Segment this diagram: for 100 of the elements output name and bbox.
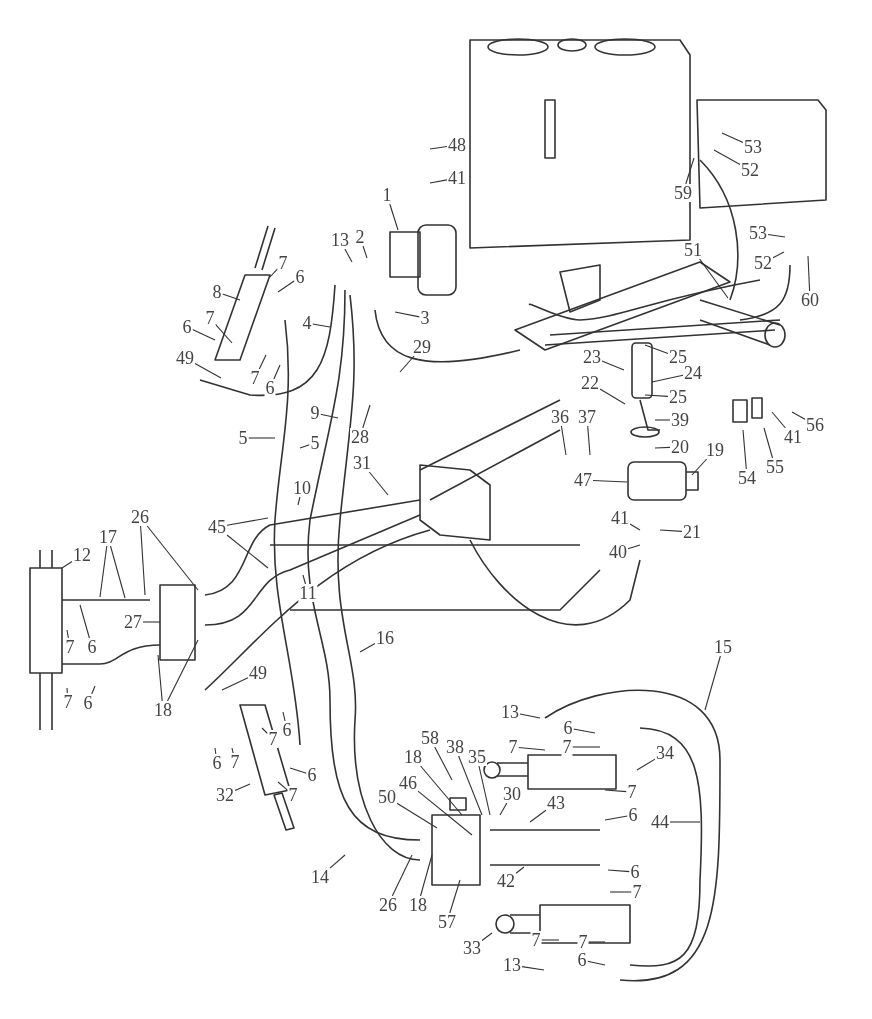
callout-number: 2 (354, 228, 366, 246)
leader-line (258, 354, 267, 370)
leader-line (399, 355, 415, 373)
callout-number: 59 (673, 184, 693, 202)
callout-number: 16 (375, 629, 395, 647)
leader-line (572, 728, 596, 734)
callout-number: 1 (381, 186, 393, 204)
callout-number: 7 (229, 753, 241, 771)
leader-line (394, 311, 421, 318)
leader-line (609, 891, 633, 893)
callout-number: 41 (610, 509, 630, 527)
callout-number: 21 (682, 523, 702, 541)
leader-line (429, 145, 448, 150)
callout-number: 30 (502, 785, 522, 803)
leader-line (636, 758, 656, 771)
leader-line (302, 574, 307, 585)
leader-line (644, 394, 669, 397)
leader-line (146, 525, 199, 591)
leader-line (226, 534, 269, 569)
callout-number: 34 (655, 744, 675, 762)
leader-line (311, 323, 331, 328)
leader-line (417, 790, 473, 836)
callout-number: 25 (668, 348, 688, 366)
leader-line (191, 329, 216, 341)
leader-line (221, 677, 249, 691)
leader-line (420, 765, 463, 816)
callout-number: 6 (562, 719, 574, 737)
callout-number: 7 (64, 638, 76, 656)
leader-line (91, 685, 96, 695)
callout-number: 50 (377, 788, 397, 806)
leader-line (319, 413, 339, 419)
callout-number: 57 (437, 913, 457, 931)
leader-line (157, 654, 163, 702)
leader-line (654, 446, 671, 449)
callout-number: 18 (403, 748, 423, 766)
callout-number: 48 (447, 136, 467, 154)
callout-number: 7 (267, 730, 279, 748)
leader-line (519, 713, 541, 719)
callout-number: 49 (248, 664, 268, 682)
callout-number: 43 (546, 794, 566, 812)
leader-line (273, 364, 281, 380)
callout-number: 6 (264, 379, 276, 397)
leader-line (362, 404, 371, 429)
leader-line (586, 960, 606, 966)
callout-number: 49 (175, 349, 195, 367)
leader-line (449, 879, 461, 914)
leader-line (721, 132, 744, 144)
leader-line (499, 802, 508, 816)
leader-line (604, 815, 629, 821)
leader-line (481, 932, 493, 942)
leader-line (654, 419, 671, 421)
leader-line (109, 545, 126, 599)
callout-number: 38 (445, 738, 465, 756)
leader-line (691, 458, 708, 476)
callout-number: 55 (765, 458, 785, 476)
callout-number: 7 (277, 254, 289, 272)
leader-line (299, 444, 311, 449)
callout-number: 26 (378, 896, 398, 914)
callout-number: 13 (500, 703, 520, 721)
callout-number: 41 (783, 428, 803, 446)
leader-line (807, 255, 811, 292)
leader-line (261, 727, 269, 735)
leader-line (607, 869, 631, 873)
leader-line (247, 437, 276, 439)
leader-line (282, 711, 286, 722)
callout-number: 33 (462, 939, 482, 957)
leader-line (771, 411, 786, 429)
leader-line (140, 525, 146, 596)
callout-number: 18 (153, 701, 173, 719)
callout-number: 29 (412, 338, 432, 356)
callout-number: 7 (561, 738, 573, 756)
leader-line (389, 203, 399, 231)
leader-line (226, 517, 269, 526)
callout-number: 39 (670, 411, 690, 429)
callout-number: 10 (292, 479, 312, 497)
callout-number: 15 (713, 638, 733, 656)
callout-number: 7 (249, 369, 261, 387)
leader-line (560, 425, 567, 456)
leader-line (627, 544, 641, 550)
callout-number: 6 (211, 754, 223, 772)
leader-line (587, 941, 606, 943)
callout-number: 23 (582, 348, 602, 366)
leader-line (521, 966, 545, 971)
callout-number: 7 (626, 783, 638, 801)
callout-number: 6 (281, 721, 293, 739)
callout-number: 6 (294, 268, 306, 286)
callout-number: 26 (130, 508, 150, 526)
callout-number: 18 (408, 896, 428, 914)
callout-number: 5 (237, 429, 249, 447)
leader-line (234, 783, 251, 792)
callout-number: 53 (748, 224, 768, 242)
callout-number: 51 (683, 241, 703, 259)
leader-line (659, 529, 683, 532)
leader-line (599, 388, 626, 405)
leader-line (742, 429, 747, 470)
leader-line (517, 746, 546, 751)
leader-line (515, 866, 525, 874)
leader-line (221, 293, 241, 301)
callout-number: 46 (398, 774, 418, 792)
callout-number: 52 (740, 161, 760, 179)
